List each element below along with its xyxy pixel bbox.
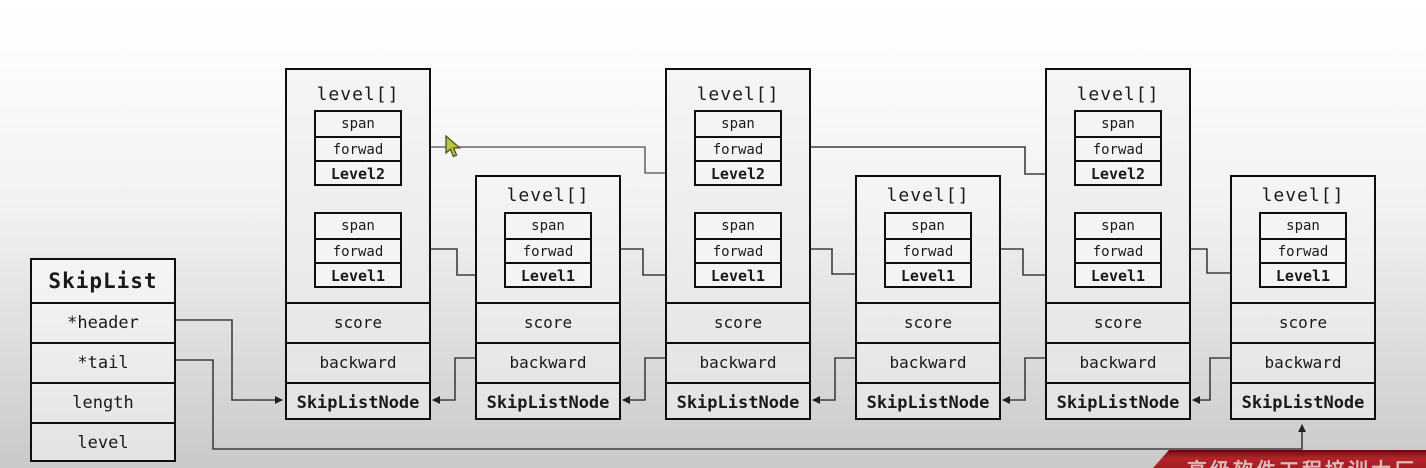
node2-level-array-label: level[] — [506, 185, 590, 206]
node1-level1-entry: span forwad Level1 — [314, 212, 402, 288]
backward-line-3-2 — [622, 357, 665, 404]
skiplistnode-4: level[] span forwad Level1 score backwar… — [855, 175, 1001, 420]
node1-level1-forwad: forwad — [316, 238, 400, 262]
skiplistnode-1: level[] span forwad Level2 span forwad L… — [285, 68, 431, 420]
node4-backward: backward — [857, 342, 999, 382]
node3-level1-forwad: forwad — [696, 238, 780, 262]
node2-level1-label: Level1 — [506, 262, 590, 286]
node1-level2-forwad: forwad — [316, 136, 400, 160]
node2-level1-forwad: forwad — [506, 238, 590, 262]
node4-type: SkipListNode — [857, 382, 999, 422]
node3-level1-span: span — [721, 218, 755, 234]
backward-line-5-4 — [1002, 357, 1045, 404]
node2-level1-span: span — [531, 218, 565, 234]
node6-backward: backward — [1232, 342, 1374, 382]
node4-level1-label: Level1 — [886, 262, 970, 286]
mouse-cursor-icon — [445, 135, 462, 158]
backward-line-4-3 — [812, 357, 855, 404]
watermark-banner-text: 高级软件工程培训大厂 — [1187, 454, 1417, 468]
node6-level1-forwad: forwad — [1261, 238, 1345, 262]
node1-type: SkipListNode — [287, 382, 429, 422]
node2-backward: backward — [477, 342, 619, 382]
node3-type: SkipListNode — [667, 382, 809, 422]
level2-forward-line-3-5 — [810, 146, 1073, 178]
skiplist-title: SkipList — [48, 269, 158, 293]
node6-score: score — [1232, 302, 1374, 342]
node5-level2-span: span — [1101, 116, 1135, 132]
skiplistnode-2: level[] span forwad Level1 score backwar… — [475, 175, 621, 420]
node6-level1-entry: span forwad Level1 — [1259, 212, 1347, 288]
node4-level1-entry: span forwad Level1 — [884, 212, 972, 288]
skiplist-field-level: level — [32, 422, 174, 462]
node4-level1-span: span — [911, 218, 945, 234]
skiplistnode-6: level[] span forwad Level1 score backwar… — [1230, 175, 1376, 420]
node3-level2-span: span — [721, 116, 755, 132]
node1-level2-entry: span forwad Level2 — [314, 110, 402, 186]
node2-type: SkipListNode — [477, 382, 619, 422]
node4-level1-forwad: forwad — [886, 238, 970, 262]
skiplist-field-header: *header — [32, 302, 174, 342]
node5-backward: backward — [1047, 342, 1189, 382]
node2-level1-entry: span forwad Level1 — [504, 212, 592, 288]
skiplist-field-tail: *tail — [32, 342, 174, 382]
node1-level2-label: Level2 — [316, 160, 400, 184]
node1-level1-label: Level1 — [316, 262, 400, 286]
skiplistnode-3: level[] span forwad Level2 span forwad L… — [665, 68, 811, 420]
node6-level1-label: Level1 — [1261, 262, 1345, 286]
node4-level-array-label: level[] — [886, 185, 970, 206]
node6-level1-span: span — [1286, 218, 1320, 234]
node2-score: score — [477, 302, 619, 342]
node6-level-array-label: level[] — [1261, 185, 1345, 206]
skiplistnode-5: level[] span forwad Level2 span forwad L… — [1045, 68, 1191, 420]
skiplist-field-length: length — [32, 382, 174, 422]
node5-type: SkipListNode — [1047, 382, 1189, 422]
node5-level1-forwad: forwad — [1076, 238, 1160, 262]
node1-level2-span: span — [341, 116, 375, 132]
node1-score: score — [287, 302, 429, 342]
node5-level1-label: Level1 — [1076, 262, 1160, 286]
node3-level2-forwad: forwad — [696, 136, 780, 160]
node3-level1-label: Level1 — [696, 262, 780, 286]
backward-line-2-1 — [432, 357, 475, 404]
node4-score: score — [857, 302, 999, 342]
watermark-banner: 高级软件工程培训大厂 — [1153, 450, 1426, 468]
header-pointer-line — [176, 319, 283, 404]
node5-level-array-label: level[] — [1076, 84, 1160, 105]
node1-level-array-label: level[] — [316, 84, 400, 105]
node1-backward: backward — [287, 342, 429, 382]
node5-level2-forwad: forwad — [1076, 136, 1160, 160]
node3-score: score — [667, 302, 809, 342]
node5-level2-label: Level2 — [1076, 160, 1160, 184]
backward-line-6-5 — [1192, 357, 1230, 404]
node3-level-array-label: level[] — [696, 84, 780, 105]
node3-backward: backward — [667, 342, 809, 382]
node6-type: SkipListNode — [1232, 382, 1374, 422]
skiplist-struct-box: SkipList *header *tail length level — [30, 258, 176, 462]
node3-level1-entry: span forwad Level1 — [694, 212, 782, 288]
node1-level1-span: span — [341, 218, 375, 234]
node3-level2-label: Level2 — [696, 160, 780, 184]
node5-level1-entry: span forwad Level1 — [1074, 212, 1162, 288]
node5-level1-span: span — [1101, 218, 1135, 234]
node3-level2-entry: span forwad Level2 — [694, 110, 782, 186]
node5-level2-entry: span forwad Level2 — [1074, 110, 1162, 186]
level2-forward-line-1-3 — [430, 146, 693, 177]
node5-score: score — [1047, 302, 1189, 342]
